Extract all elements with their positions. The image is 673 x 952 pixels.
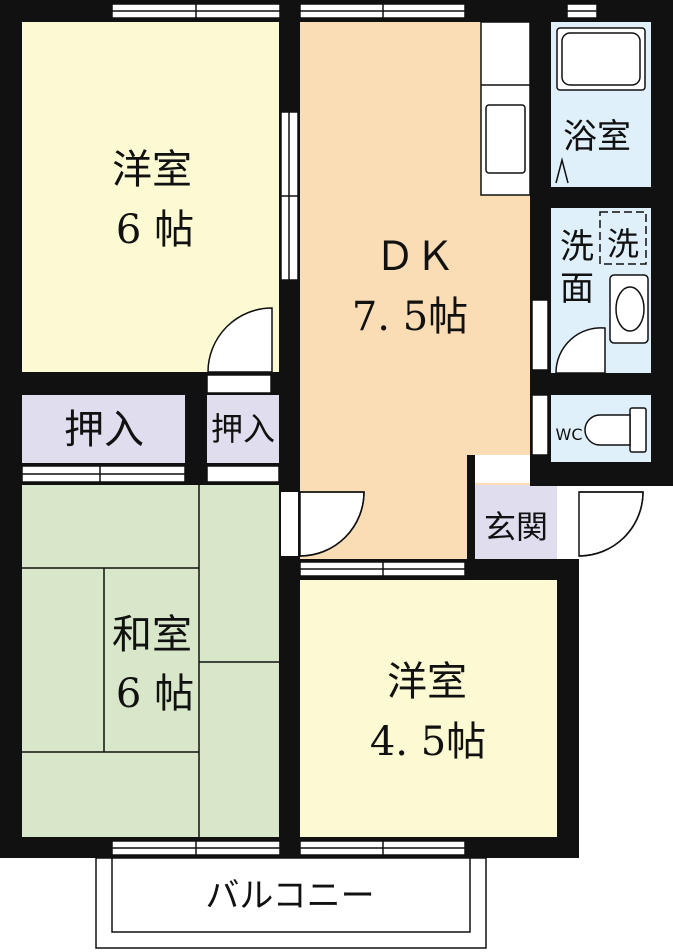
entrance-name: 玄関 xyxy=(484,508,548,546)
door-gap-entrance xyxy=(559,492,577,556)
door-swing-dk xyxy=(299,491,365,557)
western-room-bottom-fill xyxy=(300,580,557,837)
japanese-room-fill xyxy=(22,485,279,837)
wc-label: WC xyxy=(556,425,583,444)
door-gap-japanese xyxy=(281,492,298,556)
balcony-name: バルコニー xyxy=(205,876,374,916)
western-room-bottom-size: 4. 5帖 xyxy=(370,719,486,765)
door-swing-entrance xyxy=(578,491,644,557)
dk-name: ＤＫ xyxy=(375,234,455,280)
washroom-fixtures xyxy=(599,211,649,344)
washroom-label-2: 面 xyxy=(560,269,594,309)
japanese-room-name: 和室 xyxy=(112,612,192,658)
bath-fixtures xyxy=(555,27,646,184)
washer-label: 洗 xyxy=(607,225,639,263)
western-room-bottom-name: 洋室 xyxy=(387,659,467,705)
western-room-top-size: 6 帖 xyxy=(116,207,194,253)
closet-small-fill xyxy=(207,395,279,463)
dk-counter-notch xyxy=(467,455,530,483)
closet-large-fill xyxy=(22,395,185,463)
entrance-fill xyxy=(475,485,557,559)
balcony xyxy=(95,857,487,949)
closet-small-name: 押入 xyxy=(211,410,275,448)
closet-large-name: 押入 xyxy=(64,407,144,453)
doors xyxy=(207,307,644,557)
washer-space-icon xyxy=(599,211,647,265)
toilet-icon xyxy=(584,407,647,453)
kitchen-fixtures xyxy=(480,21,531,196)
sink-icon xyxy=(485,104,526,174)
dk-size: 7. 5帖 xyxy=(352,294,468,340)
windows xyxy=(21,3,598,856)
western-room-top-name: 洋室 xyxy=(112,147,192,193)
japanese-room-size: 6 帖 xyxy=(116,671,194,717)
western-room-top-fill xyxy=(22,22,279,372)
tatami-lines xyxy=(22,485,279,837)
washroom-label-1: 洗 xyxy=(560,227,594,267)
bath-name: 浴室 xyxy=(563,117,631,157)
